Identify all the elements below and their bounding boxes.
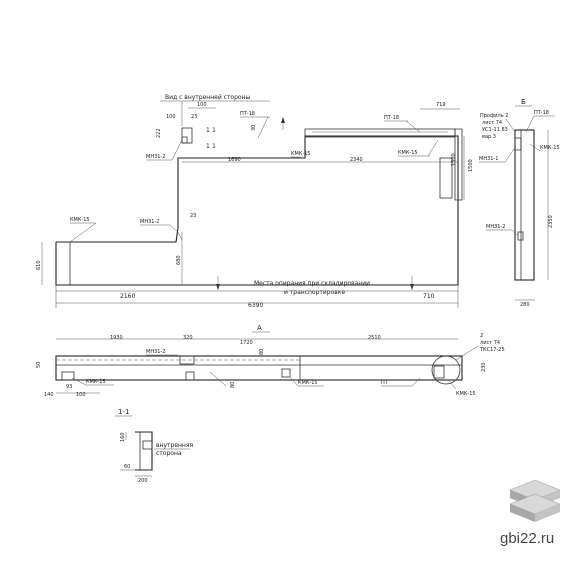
dim-200: 200 bbox=[138, 478, 148, 484]
inner-side-note: Вид с внутренней стороны bbox=[165, 94, 250, 101]
dim-1500-side: 1500 bbox=[451, 153, 457, 166]
mn31-2-label-d: МН31-2 bbox=[146, 349, 165, 355]
dim-140: 140 bbox=[44, 392, 54, 398]
kmk15-label-e: КМК-15 bbox=[86, 379, 106, 385]
svg-text:1: 1 bbox=[212, 127, 216, 134]
support-note-2: и транспортировке bbox=[284, 289, 345, 296]
kmk15-label-g: КМК-15 bbox=[456, 391, 476, 397]
dim-93: 93 bbox=[66, 384, 72, 390]
pt18-label-a: ПТ-18 bbox=[240, 111, 255, 117]
dim-60: 60 bbox=[124, 464, 130, 470]
panel-outline bbox=[55, 135, 459, 286]
dim-280: 280 bbox=[520, 302, 530, 308]
profile-note-2: лист 74 bbox=[482, 120, 502, 126]
dim-710: 710 bbox=[423, 293, 435, 300]
dim-1500: 1500 bbox=[468, 159, 474, 172]
kmk15-label-c: КМК-15 bbox=[70, 217, 90, 223]
dim-1720: 1720 bbox=[240, 340, 253, 346]
dim-1930: 1930 bbox=[110, 335, 123, 341]
section-a-mark: А bbox=[257, 324, 262, 332]
section-1-1-mark: 1-1 bbox=[118, 408, 129, 416]
dim-160: 160 bbox=[120, 432, 126, 442]
dim-2350: 2350 bbox=[548, 215, 554, 228]
pt18-label-b: ПТ-18 bbox=[384, 115, 399, 121]
dim-23-a: 23 bbox=[191, 114, 197, 120]
profile-note-1: Профиль 2 bbox=[480, 113, 508, 119]
site-watermark: gbi22.ru bbox=[500, 530, 555, 547]
profile-note-3: УС1-11.83 bbox=[482, 127, 508, 133]
profile-note-4: вар.3 bbox=[482, 134, 496, 140]
dim-100-left: 100 bbox=[166, 114, 176, 120]
node-note-1: 2 bbox=[480, 333, 483, 339]
inner-side-note-2a: внутренняя bbox=[156, 442, 193, 449]
dim-680: 680 bbox=[176, 255, 182, 265]
dim-719: 719 bbox=[436, 102, 446, 108]
dim-610: 610 bbox=[36, 260, 42, 270]
svg-text:1: 1 bbox=[212, 143, 216, 150]
dim-23-b: 23 bbox=[190, 213, 196, 219]
mn31-2-label-c: МН31-2 bbox=[486, 224, 505, 230]
dim-100-top: 100 bbox=[197, 102, 207, 108]
dim-230: 230 bbox=[481, 362, 487, 372]
section-a-view: А 1930 320 1720 2510 МН31-2 80 80 КМК-15… bbox=[36, 324, 505, 398]
pt18-label-c: ПТ-18 bbox=[534, 110, 549, 116]
mn31-2-label-b: МН31-2 bbox=[140, 219, 159, 225]
site-logo-icon bbox=[509, 479, 561, 522]
kmk15-label-b: КМК-15 bbox=[398, 150, 418, 156]
node-note-3: ТКС17-25 bbox=[479, 347, 505, 353]
dim-2510: 2510 bbox=[368, 335, 381, 341]
section-b-mark: Б bbox=[521, 98, 526, 106]
kmk15-label-d: КМК-15 bbox=[540, 145, 560, 151]
mn31-2-label-a: МН31-2 bbox=[146, 154, 165, 160]
dim-1690: 1690 bbox=[228, 157, 241, 163]
dim-2340: 2340 bbox=[350, 157, 363, 163]
dim-2160: 2160 bbox=[120, 293, 135, 300]
inner-side-note-2b: сторона bbox=[156, 450, 182, 457]
dim-80: 80 bbox=[259, 349, 265, 355]
node-note-2: лист 74 bbox=[480, 340, 500, 346]
side-view-b: Б 280 2350 Профиль 2 лист 74 УС1-11.83 в… bbox=[479, 98, 560, 308]
dim-320: 320 bbox=[183, 335, 193, 341]
svg-text:1: 1 bbox=[206, 127, 210, 134]
dim-100-bottom: 100 bbox=[76, 392, 86, 398]
dim-80-small: 80 bbox=[230, 382, 236, 388]
dim-6390: 6390 bbox=[248, 302, 263, 309]
section-1-1-view: 1-1 160 60 200 внутренняя сторона bbox=[115, 408, 193, 484]
svg-text:1: 1 bbox=[206, 143, 210, 150]
pt-label: ПТ bbox=[381, 380, 389, 386]
support-note-1: Места опирания при складировании bbox=[254, 280, 370, 287]
kmk15-label-f: КМК-15 bbox=[298, 380, 318, 386]
dim-50: 50 bbox=[36, 362, 42, 368]
dim-30: 30 bbox=[251, 125, 257, 131]
dim-222: 222 bbox=[156, 128, 162, 138]
mn31-1-label: МН31-1 bbox=[479, 156, 498, 162]
kmk15-label-a: КМК-15 bbox=[291, 151, 311, 157]
